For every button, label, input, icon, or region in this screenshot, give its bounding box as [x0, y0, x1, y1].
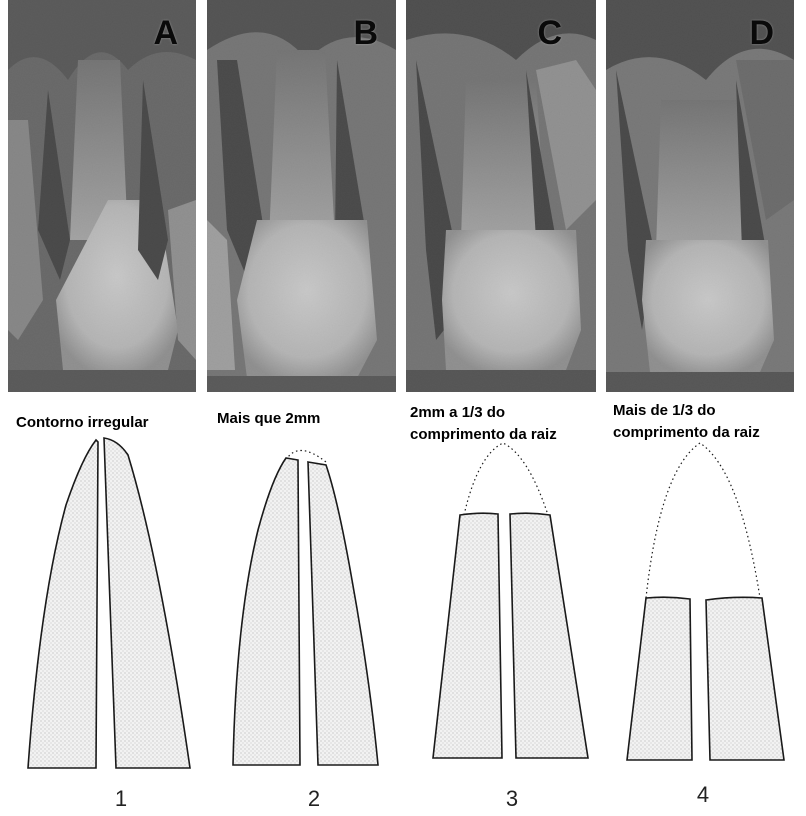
panel-letter: B: [353, 14, 378, 53]
radiograph-c: C: [406, 0, 596, 392]
radiograph-d: D: [606, 0, 794, 392]
root-diagram-1: [28, 438, 190, 768]
root-drawings: [0, 400, 806, 780]
panel-number-4: 4: [688, 782, 718, 808]
root-diagram-3: [433, 443, 588, 758]
radiograph-d-image: [606, 0, 794, 392]
radiograph-a-image: [8, 0, 196, 392]
radiograph-c-image: [406, 0, 596, 392]
root-diagram-2: [233, 450, 378, 765]
panel-letter: D: [749, 14, 774, 53]
panel-letter: A: [153, 14, 178, 53]
radiograph-a: A: [8, 0, 196, 392]
panel-letter: C: [537, 14, 562, 53]
panel-number-1: 1: [106, 786, 136, 812]
radiograph-b: B: [207, 0, 396, 392]
panel-number-2: 2: [299, 786, 329, 812]
panel-number-3: 3: [497, 786, 527, 812]
radiograph-b-image: [207, 0, 396, 392]
root-diagram-4: [627, 443, 784, 760]
